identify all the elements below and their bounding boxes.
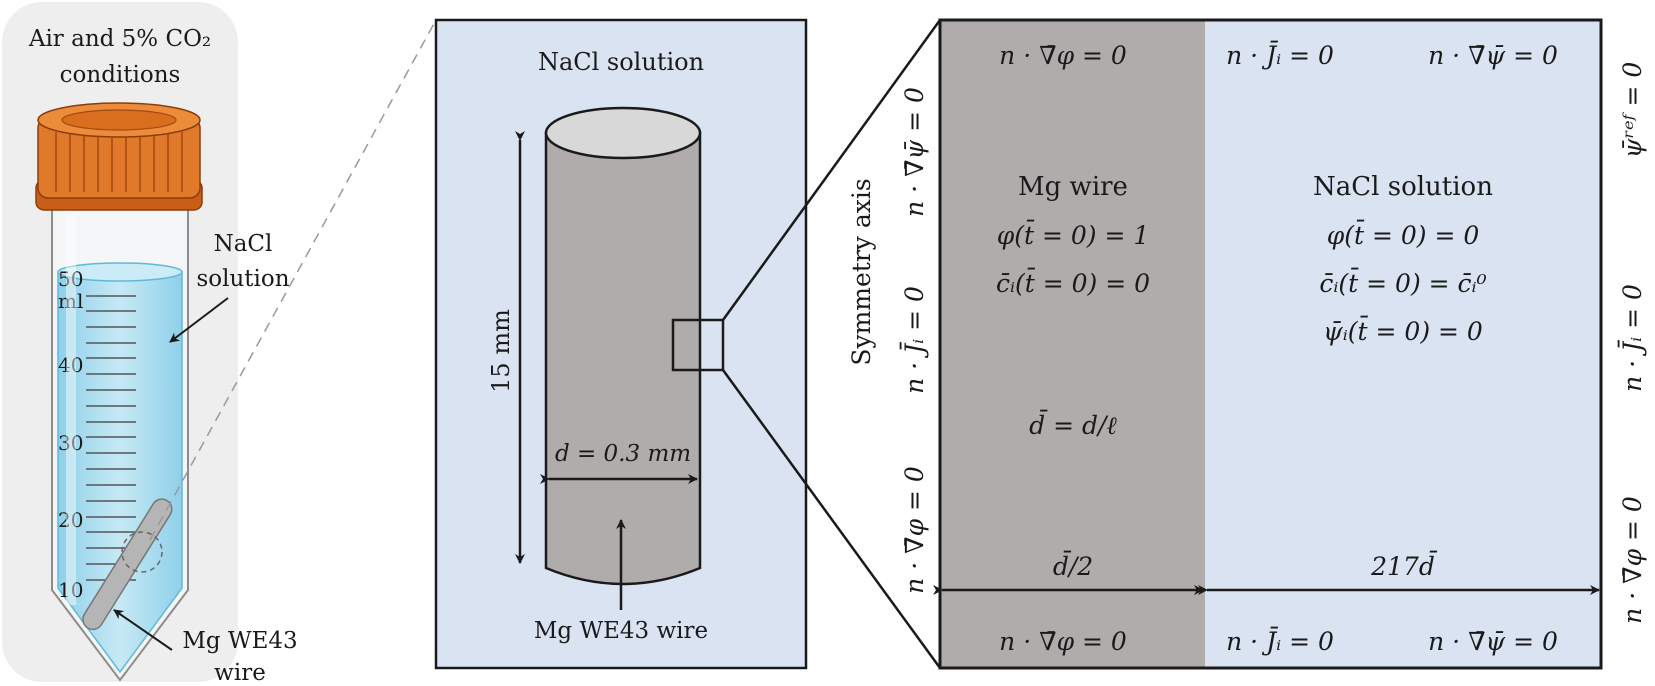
left-bc-phase: n · ∇̄φ = 0 (900, 466, 929, 594)
solution-ic-phase: φ(t̄ = 0) = 0 (1327, 221, 1480, 250)
left-bc-flux: n · J̄ᵢ = 0 (900, 286, 929, 394)
wire-cylinder-body (544, 131, 702, 586)
wire-arrow (113, 609, 173, 651)
cap-ridges (55, 132, 183, 192)
nacl-label-line2: solution (196, 266, 289, 292)
grad-ml: ml (58, 289, 83, 313)
wire-region (940, 20, 1205, 668)
nacl-arrow (169, 297, 229, 343)
condition-line2: conditions (60, 62, 181, 88)
symmetry-axis-label: Symmetry axis (847, 178, 876, 365)
left-bc-potential: n · ∇̄ψ̄ = 0 (900, 87, 929, 217)
top-bc-wire: n · ∇̄φ = 0 (999, 41, 1127, 70)
zoom-connector-top (721, 19, 942, 321)
solution-region (1205, 20, 1601, 668)
right-bc-phase: n · ∇̄φ = 0 (1618, 496, 1647, 624)
solution-ic-concentration: c̄ᵢ(t̄ = 0) = c̄ᵢ⁰ (1319, 269, 1486, 298)
zoom-box (671, 318, 725, 372)
zoom-circle (121, 531, 163, 573)
graduation-marks (86, 295, 136, 581)
bottom-bc-solution-flux: n · J̄ᵢ = 0 (1226, 627, 1334, 656)
zoom-connector-bottom (721, 369, 942, 669)
wire-region-title: Mg wire (1018, 172, 1128, 202)
solution-dimension-label: 217d̄ (1370, 552, 1438, 581)
solution-ic-potential: ψ̄ᵢ(t̄ = 0) = 0 (1323, 317, 1483, 346)
grad-50: 50 (58, 267, 83, 291)
diameter-label: d = 0.3 mm (555, 441, 691, 467)
top-bc-solution-potential: n · ∇̄ψ̄ = 0 (1428, 41, 1558, 70)
domain-frame (938, 18, 1603, 670)
zoom-line-top (149, 19, 437, 541)
top-bc-solution-flux: n · J̄ᵢ = 0 (1226, 41, 1334, 70)
cap-top-inner (61, 109, 177, 131)
wire-label: Mg WE43 wire (534, 618, 708, 644)
right-bc-reference-potential: ψ̄ʳᵉᶠ = 0 (1618, 62, 1647, 159)
tube-highlight (66, 215, 76, 605)
domain-panel: n · ∇̄φ = 0 n · J̄ᵢ = 0 n · ∇̄ψ̄ = 0 n ·… (847, 18, 1647, 670)
right-bc-flux: n · J̄ᵢ = 0 (1618, 284, 1647, 392)
liquid-surface (57, 262, 183, 282)
grad-20: 20 (58, 508, 83, 532)
wire-normalized-diameter: d̄ = d/ℓ (1029, 411, 1117, 440)
tube-wire (82, 498, 173, 631)
wire-ic-phase: φ(t̄ = 0) = 1 (997, 221, 1150, 250)
solution-region-title: NaCl solution (1313, 172, 1493, 202)
wire-panel: NaCl solution 15 mm d = 0.3 mm Mg WE43 w… (434, 18, 808, 670)
grad-10: 10 (58, 578, 83, 602)
condition-line1: Air and 5% CO₂ (28, 26, 211, 52)
wire-dimension-label: d̄/2 (1053, 552, 1093, 581)
tube-panel: Air and 5% CO₂ conditions 50 ml 40 30 20… (2, 2, 298, 686)
grad-30: 30 (58, 431, 83, 455)
bottom-bc-solution-potential: n · ∇̄ψ̄ = 0 (1428, 627, 1558, 656)
wire-label-line2: wire (214, 660, 266, 686)
wire-label-line1: Mg WE43 (182, 628, 297, 654)
wire-ic-concentration: c̄ᵢ(t̄ = 0) = 0 (996, 269, 1150, 298)
bottom-bc-wire: n · ∇̄φ = 0 (999, 627, 1127, 656)
wire-cylinder-top (544, 106, 702, 160)
tube-liquid (57, 271, 183, 674)
nacl-label-line1: NaCl (214, 231, 273, 257)
wire-panel-title: NaCl solution (538, 48, 704, 76)
grad-40: 40 (58, 353, 83, 377)
length-label: 15 mm (487, 309, 515, 393)
